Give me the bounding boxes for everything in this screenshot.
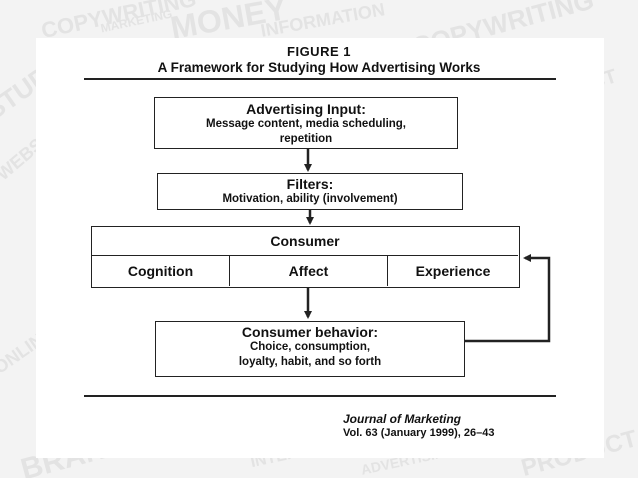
advertising-input-line1: Message content, media scheduling, xyxy=(205,118,407,130)
feedback-arrow xyxy=(465,254,551,343)
consumer-behavior-box: Consumer behavior: Choice, consumption, … xyxy=(155,321,465,377)
consumer-behavior-line1: Choice, consumption, xyxy=(249,341,371,353)
bottom-rule xyxy=(84,395,556,397)
consumer-behavior-line2: loyalty, habit, and so forth xyxy=(238,356,382,368)
figure-label: FIGURE 1 xyxy=(287,44,351,59)
filters-box: Filters: Motivation, ability (involvemen… xyxy=(157,173,463,210)
affect-cell: Affect xyxy=(230,256,388,286)
figure-title: A Framework for Studying How Advertising… xyxy=(157,60,481,75)
experience-cell: Experience xyxy=(415,263,491,279)
consumer-box: Consumer Cognition Affect Experience xyxy=(91,226,520,288)
advertising-input-box: Advertising Input: Message content, medi… xyxy=(154,97,458,149)
consumer-title: Consumer xyxy=(270,233,340,249)
top-rule xyxy=(84,78,556,80)
advertising-input-line2: repetition xyxy=(279,133,333,145)
filters-title: Filters: xyxy=(286,176,334,192)
cognition-cell: Cognition xyxy=(92,256,230,286)
advertising-input-title: Advertising Input: xyxy=(246,101,366,117)
consumer-behavior-title: Consumer behavior: xyxy=(241,324,379,340)
journal-volume: Vol. 63 (January 1999), 26–43 xyxy=(343,427,495,439)
journal-name: Journal of Marketing xyxy=(343,412,462,426)
consumer-divider xyxy=(92,255,518,256)
filters-line1: Motivation, ability (involvement) xyxy=(222,193,398,205)
